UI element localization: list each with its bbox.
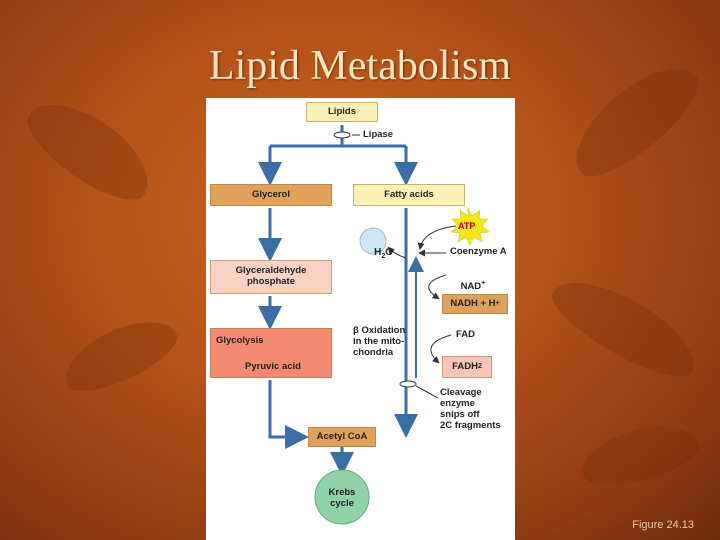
atp-to-loop-arrow: [417, 225, 457, 250]
nad-label: NAD+: [450, 269, 486, 304]
arrows-layer: [258, 125, 490, 525]
cleavage-enzyme-marker: [399, 380, 417, 388]
nadh-box: NADH + H+: [442, 294, 508, 314]
fadh2-label: FADH: [452, 360, 478, 372]
atp-label: ATP: [458, 221, 476, 231]
background-leaf: [541, 263, 709, 392]
nadh-label: NADH + H: [450, 297, 496, 309]
nad-label-superscript: +: [481, 279, 486, 287]
krebs-cycle-label: Krebs cycle: [328, 487, 356, 509]
lipase-label: Lipase: [363, 129, 394, 140]
coenzyme-a-label: Coenzyme A: [450, 246, 507, 257]
h2o-circle: [359, 227, 387, 255]
pyruvic-acid-label: Pyruvic acid: [245, 361, 301, 372]
acetyl-coa-box: Acetyl CoA: [308, 427, 376, 447]
cleavage-label: Cleavage enzyme snips off 2C fragments: [440, 387, 501, 431]
glycolysis-label: Glycolysis: [216, 335, 264, 346]
nad-to-nadh-arrow: [428, 274, 447, 300]
fadh2-label-subscript: 2: [477, 362, 482, 370]
fad-to-fadh-arrow: [430, 334, 452, 364]
diagram-panel: Lipids Lipase Glycerol Fatty acids H2O A…: [206, 98, 515, 540]
pyruvic-to-acetyl-line: [268, 380, 309, 449]
background-leaf: [55, 306, 185, 404]
nadh-label-superscript: +: [495, 299, 500, 307]
beta-oxidation-label: β Oxidation in the mito- chondria: [353, 325, 406, 358]
background-leaf: [15, 85, 165, 215]
h2o-label-end: O: [385, 246, 394, 258]
figure-label: Figure 24.13: [632, 519, 694, 531]
fatty-acids-box: Fatty acids: [353, 184, 465, 206]
atp-starburst: [450, 207, 490, 246]
lipase-enzyme-marker: [333, 131, 351, 139]
h2o-label-subscript: 2: [381, 252, 386, 260]
fad-label: FAD: [456, 329, 475, 340]
background-leaf: [575, 415, 705, 495]
krebs-circle: [314, 469, 370, 525]
glycolysis-box: Glycolysis Pyruvic acid: [210, 328, 332, 378]
slide-title: Lipid Metabolism: [208, 43, 512, 89]
glycerol-box: Glycerol: [210, 184, 332, 206]
h2o-label: H2O: [363, 235, 393, 272]
g3p-box: Glyceraldehyde phosphate: [210, 260, 332, 294]
loop-to-h2o-arrow: [387, 246, 407, 259]
cleavage-pointer: [415, 385, 439, 399]
nad-label-base: NAD: [460, 281, 482, 293]
lipids-box: Lipids: [306, 102, 378, 122]
h2o-label-base: H: [374, 246, 382, 258]
